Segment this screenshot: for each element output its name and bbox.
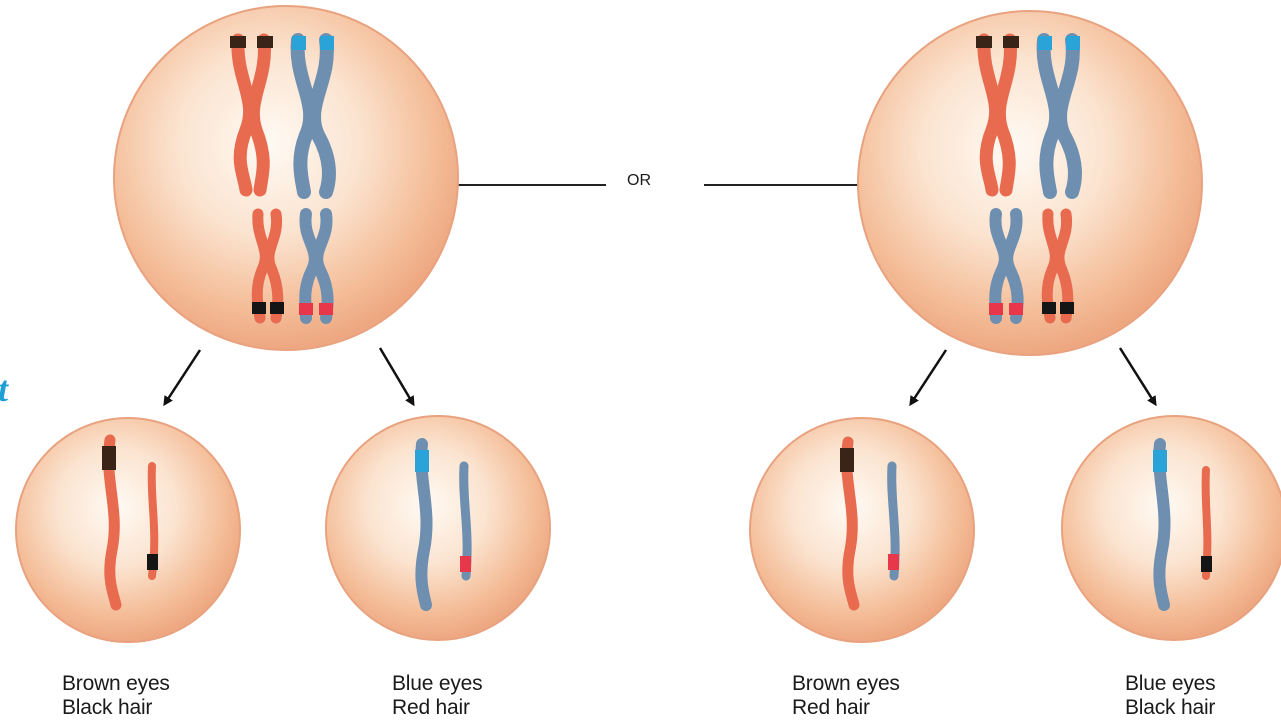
eye-color-label: Blue eyes <box>392 672 482 696</box>
cell-membrane <box>858 11 1202 355</box>
black-allele-band <box>1042 302 1056 314</box>
red-allele-band <box>888 554 899 570</box>
blue-allele-band <box>1066 36 1080 50</box>
arrow-to-daughter-4 <box>1120 348 1154 402</box>
edge-text-fragment: t <box>0 368 8 410</box>
daughter-cell-2 <box>326 416 550 640</box>
blue-allele-band <box>320 36 334 50</box>
cell-membrane <box>750 418 974 642</box>
brown-allele-band <box>840 448 854 472</box>
brown-allele-band <box>257 36 273 48</box>
caption-daughter-3: Brown eyes Red hair <box>792 672 900 720</box>
black-allele-band <box>147 554 158 570</box>
cell-membrane <box>16 418 240 642</box>
caption-daughter-2: Blue eyes Red hair <box>392 672 482 720</box>
brown-allele-band <box>1003 36 1019 48</box>
red-allele-band <box>319 303 333 315</box>
parent-cell-right <box>858 11 1202 355</box>
brown-allele-band <box>976 36 992 48</box>
caption-daughter-1: Brown eyes Black hair <box>62 672 170 720</box>
arrow-to-daughter-2 <box>380 348 412 402</box>
cell-membrane <box>326 416 550 640</box>
or-label: OR <box>604 172 674 190</box>
blue-allele-band <box>1038 36 1052 50</box>
red-allele-band <box>1009 303 1023 315</box>
daughter-cell-1 <box>16 418 240 642</box>
cell-membrane <box>114 6 458 350</box>
eye-color-label: Brown eyes <box>792 672 900 696</box>
brown-allele-band <box>102 446 116 470</box>
hair-color-label: Black hair <box>62 696 170 720</box>
cell-membrane <box>1062 416 1281 640</box>
hair-color-label: Red hair <box>792 696 900 720</box>
hair-color-label: Black hair <box>1125 696 1215 720</box>
blue-allele-band <box>292 36 306 50</box>
arrow-to-daughter-1 <box>166 350 200 402</box>
brown-allele-band <box>230 36 246 48</box>
eye-color-label: Brown eyes <box>62 672 170 696</box>
black-allele-band <box>1060 302 1074 314</box>
blue-allele-band <box>415 450 429 472</box>
black-allele-band <box>270 302 284 314</box>
hair-color-label: Red hair <box>392 696 482 720</box>
red-allele-band <box>460 556 471 572</box>
arrow-to-daughter-3 <box>912 350 946 402</box>
black-allele-band <box>252 302 266 314</box>
blue-allele-band <box>1153 450 1167 472</box>
red-allele-band <box>299 303 313 315</box>
parent-cell-left <box>114 6 458 350</box>
daughter-cell-4 <box>1062 416 1281 640</box>
black-allele-band <box>1201 556 1212 572</box>
caption-daughter-4: Blue eyes Black hair <box>1125 672 1215 720</box>
daughter-cell-3 <box>750 418 974 642</box>
red-allele-band <box>989 303 1003 315</box>
eye-color-label: Blue eyes <box>1125 672 1215 696</box>
